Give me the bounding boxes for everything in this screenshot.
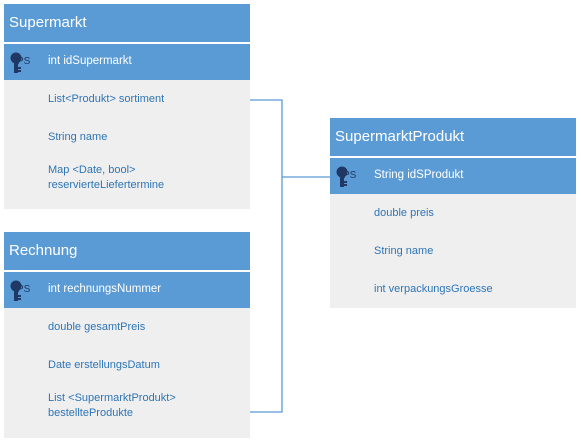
key-icon [10,280,22,301]
attribute-row[interactable]: List <SupermarktProdukt> bestellteProduk… [4,384,250,428]
attribute-label-continued: bestellteProdukte [48,407,133,419]
attribute-label: List <SupermarktProdukt> [48,392,176,404]
attribute-label: Map <Date, bool> [48,164,136,176]
primary-key-label: int rechnungsNummer [48,283,162,295]
entity-title: Supermarkt [4,4,250,44]
attribute-row[interactable]: String name [330,232,576,270]
key-icon [336,166,348,187]
connector-supermarkt-produkt [250,99,330,178]
primary-key-tag: PS [17,284,31,295]
attribute-row[interactable]: List<Produkt> sortiment [4,80,250,118]
primary-key-label: int idSupermarkt [48,55,132,67]
primary-key-tag: PS [17,56,31,67]
attribute-row[interactable]: int verpackungsGroesse [330,270,576,308]
primary-key-tag: PS [343,170,357,181]
primary-key-row[interactable]: PS int rechnungsNummer [4,272,250,308]
attribute-row[interactable]: double preis [330,194,576,232]
attribute-label-continued: reservierteLiefertermine [48,179,165,191]
attribute-label: String name [48,130,108,143]
entity-rechnung[interactable]: Rechnung PS int rechnungsNummer double g… [4,232,250,438]
primary-key-row[interactable]: PS int idSupermarkt [4,44,250,80]
attribute-row[interactable]: Map <Date, bool> reservierteLiefertermin… [4,156,250,200]
attribute-row[interactable]: Date erstellungsDatum [4,346,250,384]
primary-key-row[interactable]: PS String idSProdukt [330,158,576,194]
attribute-label: List<Produkt> sortiment [48,92,165,105]
entity-supermarkt-produkt[interactable]: SupermarktProdukt PS String idSProdukt d… [330,118,576,308]
attribute-label: int verpackungsGroesse [374,282,493,295]
attribute-row[interactable]: String name [4,118,250,156]
connector-rechnung-produkt [250,177,283,413]
attribute-label: double gesamtPreis [48,320,146,333]
entity-supermarkt[interactable]: Supermarkt PS int idSupermarkt List<Prod… [4,4,250,209]
entity-title: Rechnung [4,232,250,272]
attribute-label: String name [374,244,434,257]
key-icon [10,52,22,73]
attribute-row[interactable]: double gesamtPreis [4,308,250,346]
entity-title: SupermarktProdukt [330,118,576,158]
attribute-label: Date erstellungsDatum [48,358,160,371]
attribute-label: double preis [374,206,434,219]
primary-key-label: String idSProdukt [374,169,464,181]
